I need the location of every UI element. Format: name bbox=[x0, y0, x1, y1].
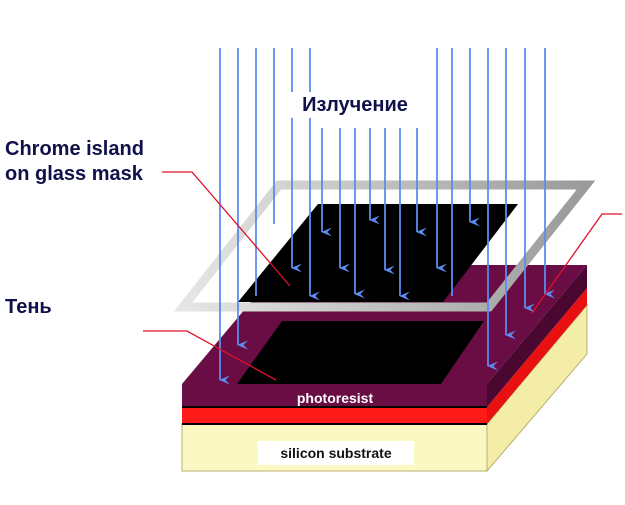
pointer-chrome bbox=[162, 171, 291, 287]
photoresist-front bbox=[182, 384, 487, 407]
shadow-label: Тень bbox=[5, 296, 52, 318]
pointer-lines bbox=[143, 171, 622, 381]
red-layer-front bbox=[182, 407, 487, 424]
shadow-region bbox=[237, 321, 484, 384]
chrome-island-label-line1: Chrome island bbox=[5, 138, 144, 160]
chrome-island-label: Chrome island on glass mask bbox=[5, 137, 144, 187]
chrome-island bbox=[238, 204, 518, 302]
pointer-resist bbox=[531, 213, 622, 314]
chrome-island-label-line2: on glass mask bbox=[5, 163, 143, 185]
glass-frame bbox=[173, 180, 596, 312]
glass-mask bbox=[173, 180, 596, 312]
radiation-rays bbox=[219, 48, 555, 385]
photoresist-label: photoresist bbox=[296, 390, 374, 406]
substrate-label: silicon substrate bbox=[258, 441, 414, 465]
radiation-label: Излучение bbox=[290, 92, 420, 118]
photoresist-side bbox=[487, 265, 587, 407]
red-layer-side bbox=[487, 288, 587, 424]
pointer-shadow bbox=[143, 330, 277, 381]
